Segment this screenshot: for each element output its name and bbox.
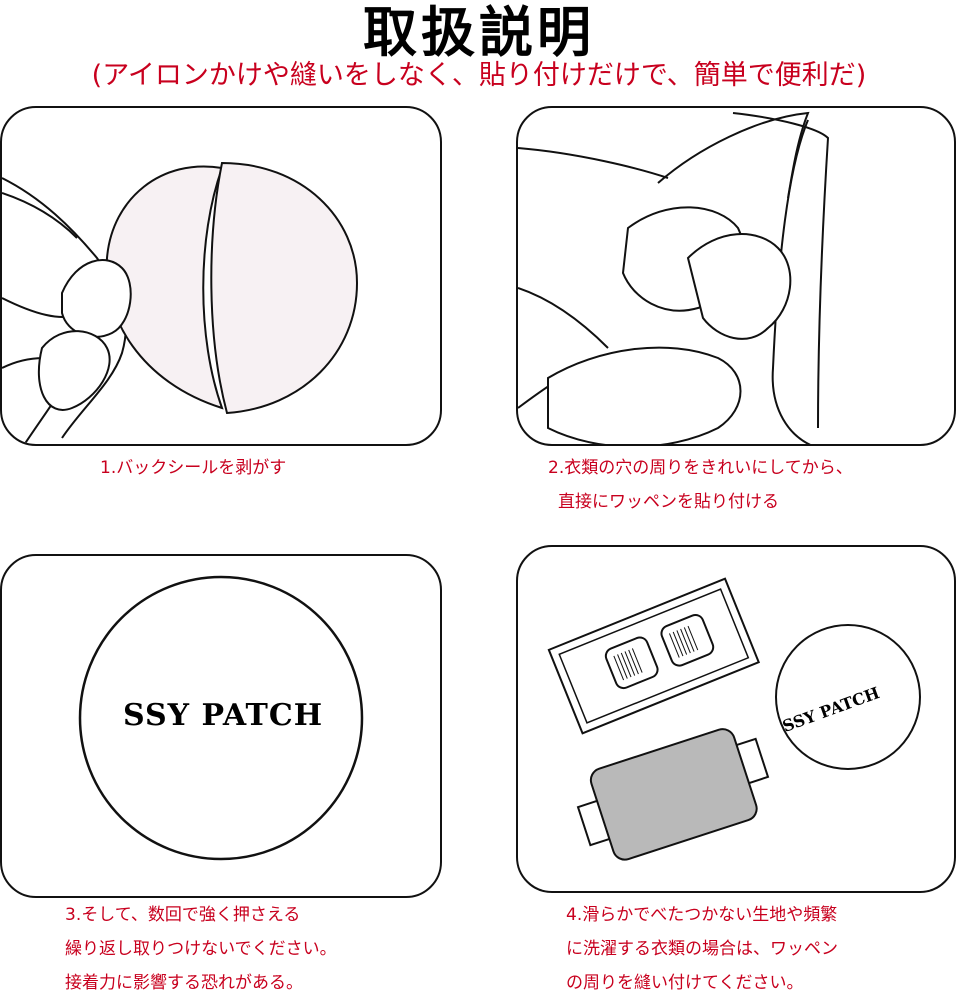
peel-back-seal-drawing xyxy=(2,161,359,444)
step-2-line-1: 2.衣類の穴の周りをきれいにしてから、 xyxy=(548,458,853,478)
page-title: 取扱説明 xyxy=(363,1,595,64)
step-1-line-1: 1.バックシールを剥がす xyxy=(100,458,287,478)
patch-logo-text: SSY PATCH xyxy=(122,698,324,733)
step-2-line-2: 直接にワッペンを貼り付ける xyxy=(558,492,779,512)
step-1-caption: 1.バックシールを剥がす xyxy=(100,451,286,485)
step-4-line-2: に洗濯する衣類の場合は、ワッペン xyxy=(566,939,838,959)
step-2-caption: 2.衣類の穴の周りをきれいにしてから、 直接にワッペンを貼り付ける xyxy=(548,451,853,519)
step-4-illustration: SSY PATCH xyxy=(516,545,956,893)
step-3-caption: 3.そして、数回で強く押さえる 繰り返し取りつけないでください。 接着力に影響す… xyxy=(65,898,337,1000)
patch-set-drawing xyxy=(547,577,921,861)
step-3-line-2: 繰り返し取りつけないでください。 xyxy=(65,939,337,959)
page-subtitle: (アイロンかけや縫いをしなく、貼り付けだけで、簡単で便利だ) xyxy=(91,60,867,91)
step-4-line-1: 4.滑らかでべたつかない生地や頻繁 xyxy=(566,905,838,925)
round-patch-drawing xyxy=(78,575,364,861)
step-3-illustration: SSY PATCH xyxy=(0,554,442,898)
step-3-line-3: 接着力に影響する恐れがある。 xyxy=(65,973,303,993)
apply-patch-drawing xyxy=(518,111,830,444)
step-4-line-3: の周りを縫い付けてください。 xyxy=(566,973,804,993)
step-3-line-1: 3.そして、数回で強く押さえる xyxy=(65,905,301,925)
step-2-illustration xyxy=(516,106,956,446)
step-4-caption: 4.滑らかでべたつかない生地や頻繁 に洗濯する衣類の場合は、ワッペン の周りを縫… xyxy=(566,898,838,1000)
step-1-illustration xyxy=(0,106,442,446)
